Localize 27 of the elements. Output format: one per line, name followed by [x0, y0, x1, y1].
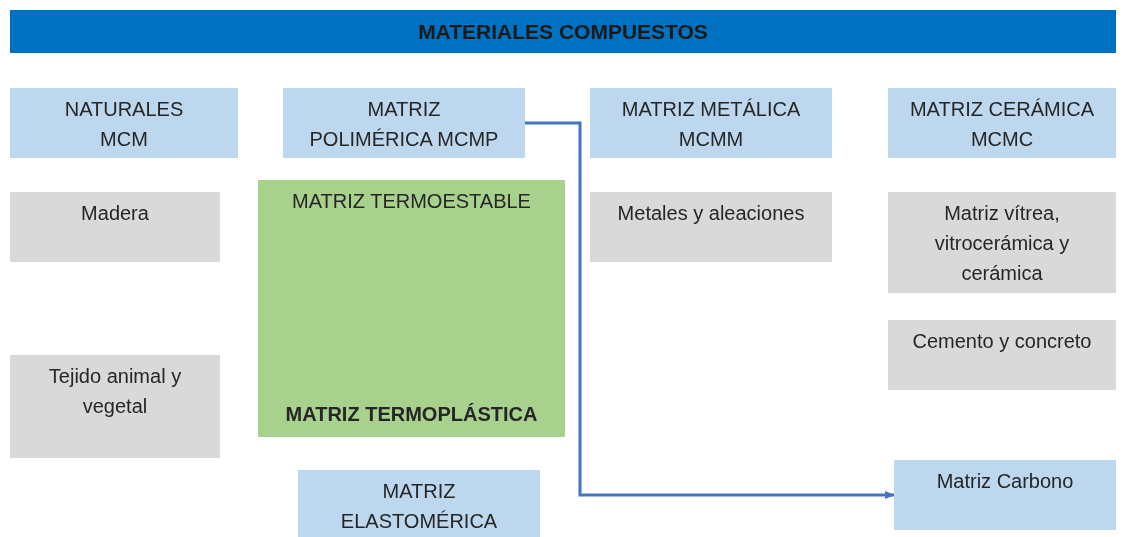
category-box — [10, 88, 238, 158]
category-box — [283, 88, 525, 158]
category-box — [298, 470, 540, 537]
box-label: Metales y aleaciones — [617, 201, 805, 226]
material-box — [888, 320, 1116, 390]
box-label: Matriz vítrea, vitrocerámica y cerámica — [933, 201, 1071, 286]
matrix-box — [258, 180, 565, 437]
material-box — [590, 192, 832, 262]
box-label: Madera — [81, 201, 149, 226]
box-label: MATRIZ CERÁMICA MCMC — [908, 97, 1096, 152]
material-box — [10, 192, 220, 262]
material-box — [10, 355, 220, 458]
box-label: Matriz Carbono — [936, 469, 1074, 494]
category-box — [888, 88, 1116, 158]
box-label: MATRIZ POLIMÉRICA MCMP — [308, 97, 500, 152]
box-label: MATRIZ ELASTOMÉRICA — [339, 479, 499, 534]
box-label: MATRIZ TERMOESTABLE — [292, 189, 531, 214]
box-label: Cemento y concreto — [912, 329, 1092, 354]
box-label: NATURALES MCM — [63, 97, 185, 152]
title-banner: MATERIALES COMPUESTOS — [10, 10, 1116, 53]
box-label: MATRIZ TERMOPLÁSTICA — [285, 402, 538, 427]
category-box — [590, 88, 832, 158]
box-label: Tejido animal y vegetal — [47, 364, 183, 419]
box-label: MATRIZ METÁLICA MCMM — [620, 97, 802, 152]
arrow — [525, 121, 895, 499]
material-box — [888, 192, 1116, 293]
category-box — [894, 460, 1116, 530]
